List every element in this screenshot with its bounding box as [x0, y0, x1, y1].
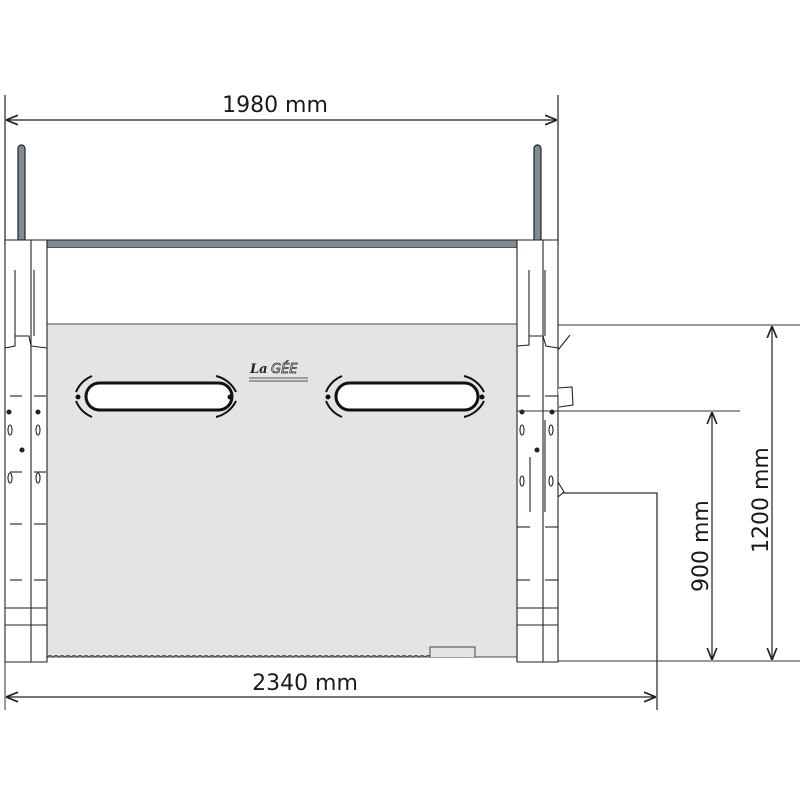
left-stand	[4, 239, 48, 663]
left-handle	[75, 375, 237, 418]
bottom-width-label: 2340 mm	[252, 671, 358, 696]
brand-logo: La GÉE	[249, 361, 308, 382]
right-stand	[516, 239, 574, 663]
top-width-label: 1980 mm	[222, 93, 328, 118]
left-post	[17, 144, 26, 244]
top-bar	[44, 239, 519, 249]
reference-lines	[4, 324, 800, 710]
height-total-label: 1200 mm	[749, 447, 774, 553]
height-step-label: 900 mm	[689, 500, 714, 592]
svg-text:GÉE: GÉE	[271, 361, 298, 377]
svg-text:La: La	[249, 362, 268, 377]
top-width-dimension	[4, 95, 559, 245]
right-post	[533, 144, 542, 244]
right-handle	[325, 375, 485, 418]
gate-panel	[46, 248, 518, 658]
